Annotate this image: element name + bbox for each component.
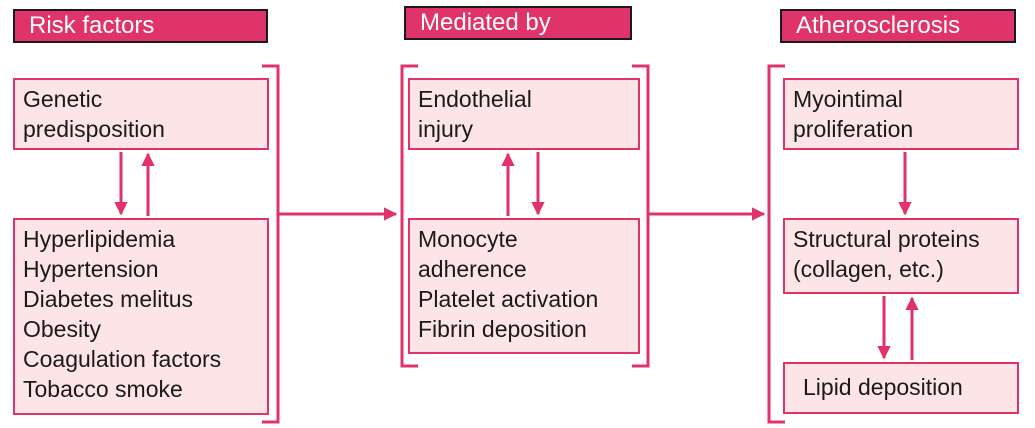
box-structural-proteins: Structural proteins (collagen, etc.) — [783, 218, 1019, 294]
bracket-mediated-right — [632, 64, 650, 368]
box-risk-factors-list: Hyperlipidemia Hypertension Diabetes mel… — [13, 218, 269, 415]
box-endothelial-injury: Endothelial injury — [408, 78, 640, 150]
box-line: Fibrin deposition — [418, 316, 587, 342]
box-line: (collagen, etc.) — [793, 256, 944, 282]
box-lipid-deposition: Lipid deposition — [783, 362, 1019, 414]
header-atherosclerosis: Atherosclerosis — [780, 9, 1016, 43]
box-line: Monocyte — [418, 226, 518, 252]
bracket-risk-factors — [262, 64, 280, 424]
box-mediators-list: Monocyte adherence Platelet activation F… — [408, 218, 640, 354]
box-line: Platelet activation — [418, 286, 599, 312]
box-line: predisposition — [23, 116, 165, 142]
box-line: Endothelial — [418, 86, 532, 112]
box-myointimal-proliferation: Myointimal proliferation — [783, 78, 1019, 150]
box-line: Obesity — [23, 316, 101, 342]
box-line: Genetic — [23, 86, 103, 112]
box-genetic-predisposition: Genetic predisposition — [13, 78, 269, 150]
box-line: Hypertension — [23, 256, 159, 282]
box-line: Structural proteins — [793, 226, 980, 252]
bracket-mediated-left — [400, 64, 418, 368]
box-line: Myointimal — [793, 86, 903, 112]
box-line: injury — [418, 116, 473, 142]
box-line: Tobacco smoke — [23, 376, 183, 402]
box-line: proliferation — [793, 116, 914, 142]
header-mediated-by: Mediated by — [404, 6, 632, 40]
box-line: adherence — [418, 256, 527, 282]
box-line: Diabetes melitus — [23, 286, 194, 312]
header-risk-factors: Risk factors — [13, 9, 268, 43]
bracket-atherosclerosis — [767, 64, 785, 424]
box-line: Coagulation factors — [23, 346, 222, 372]
box-line: Hyperlipidemia — [23, 226, 176, 252]
box-line: Lipid deposition — [803, 374, 963, 400]
